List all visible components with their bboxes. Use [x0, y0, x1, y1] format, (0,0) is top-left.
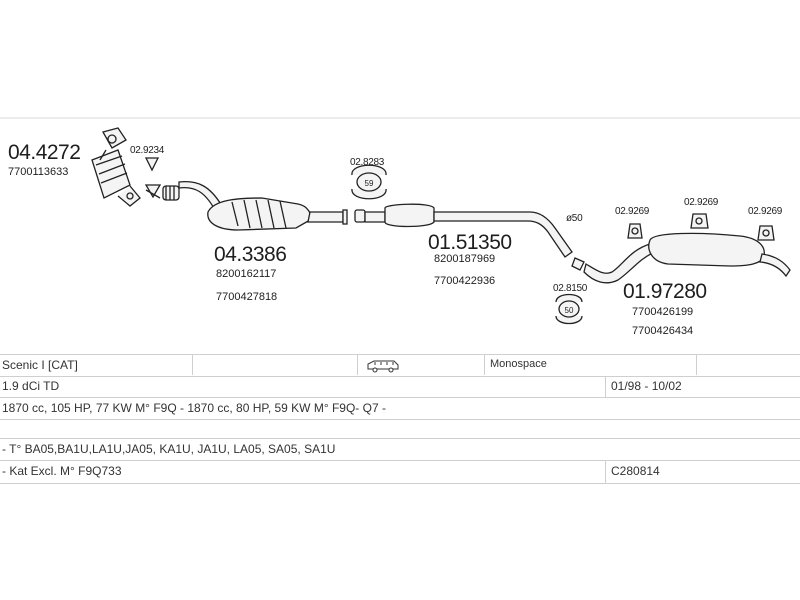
part-code-hanger-3: 02.9269: [748, 206, 783, 217]
oem-main-catalyst-2: 7700427818: [216, 291, 278, 303]
clamp-8150-drawing: 50: [555, 257, 585, 325]
table-row-engine: 1.9 dCi TD 01/98 - 10/02: [0, 376, 800, 398]
model-cell: Scenic I [CAT]: [2, 358, 78, 372]
part-code-clamp-9234: 02.9234: [130, 145, 165, 156]
table-divider: [696, 354, 697, 375]
van-icon: [367, 360, 399, 373]
pipe-diameter-label: ø50: [566, 213, 583, 224]
svg-text:59: 59: [365, 179, 374, 188]
part-code-rear-silencer: 01.97280: [623, 280, 707, 303]
middle-silencer-drawing: [354, 203, 573, 258]
part-code-hanger-2: 02.9269: [684, 197, 719, 208]
part-code-clamp-8283: 02.8283: [350, 157, 385, 168]
main-catalyst-drawing: [207, 197, 348, 231]
svg-text:50: 50: [565, 306, 574, 315]
table-divider: [605, 376, 606, 397]
table-divider: [357, 354, 358, 375]
clamp-9234-drawing: [144, 157, 162, 199]
part-code-middle-silencer: 01.51350: [428, 231, 512, 254]
table-row-specs: 1870 cc, 105 HP, 77 KW M° F9Q - 1870 cc,…: [0, 398, 800, 420]
engine-cell: 1.9 dCi TD: [2, 379, 60, 393]
part-code-hanger-1: 02.9269: [615, 206, 650, 217]
oem-front-catalyst: 7700113633: [8, 166, 69, 178]
rear-silencer-drawing: [583, 232, 791, 284]
table-divider: [192, 354, 193, 375]
years-cell: 01/98 - 10/02: [611, 379, 682, 393]
table-divider: [605, 461, 606, 483]
table-row-types: - T° BA05,BA1U,LA1U,JA05, KA1U, JA1U, LA…: [0, 439, 800, 461]
note-cell: - Kat Excl. M° F9Q733: [2, 464, 122, 478]
specs-cell: 1870 cc, 105 HP, 77 KW M° F9Q - 1870 cc,…: [2, 401, 386, 415]
oem-rear-silencer-1: 7700426199: [632, 306, 694, 318]
table-row-note: - Kat Excl. M° F9Q733 C280814: [0, 461, 800, 484]
hanger-drawings: [627, 213, 775, 241]
table-divider: [484, 354, 485, 375]
part-code-clamp-8150: 02.8150: [553, 283, 588, 294]
part-code-main-catalyst: 04.3386: [214, 243, 287, 266]
part-code-front-catalyst: 04.4272: [8, 141, 81, 164]
body-type-cell: Monospace: [490, 358, 547, 370]
table-row-model: Scenic I [CAT] Monospace: [0, 354, 800, 377]
reference-cell: C280814: [611, 464, 660, 478]
oem-main-catalyst-1: 8200162117: [216, 268, 277, 280]
front-catalyst-drawing: [91, 127, 141, 207]
clamp-8283-drawing: 59: [351, 164, 387, 200]
oem-middle-silencer-2: 7700422936: [434, 275, 496, 287]
oem-middle-silencer-1: 8200187969: [434, 253, 496, 265]
types-cell: - T° BA05,BA1U,LA1U,JA05, KA1U, JA1U, LA…: [2, 442, 336, 456]
oem-rear-silencer-2: 7700426434: [632, 325, 694, 337]
table-row-blank: [0, 420, 800, 439]
